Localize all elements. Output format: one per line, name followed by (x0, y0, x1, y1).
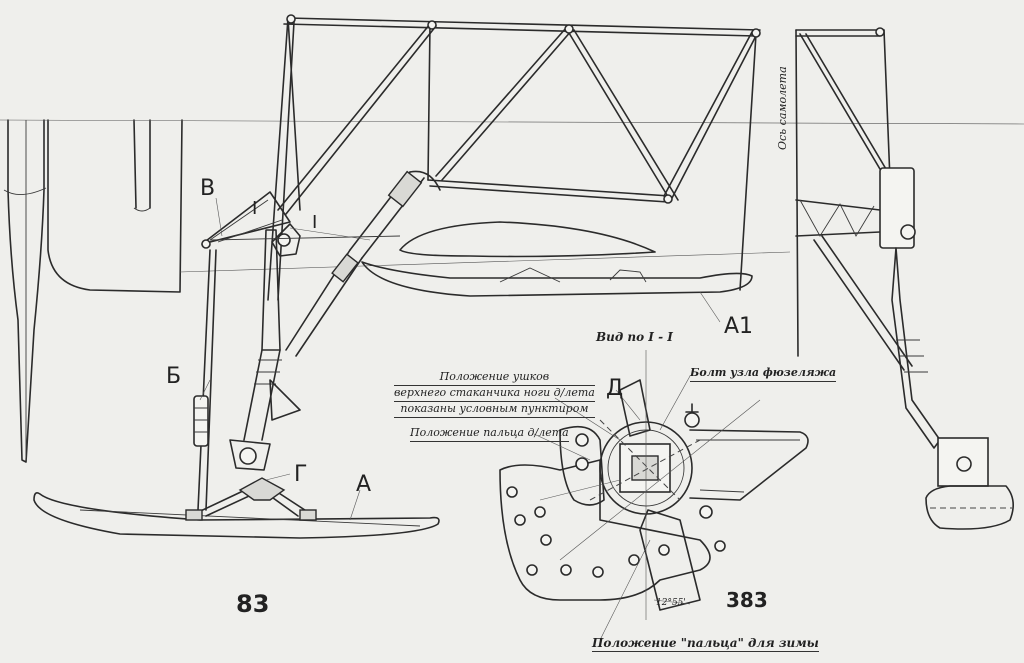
note-aircraft-axis: Ось самолета (776, 66, 789, 150)
label-g: Г (294, 462, 308, 487)
note-lugs-line-3: показаны условным пунктиром (394, 402, 595, 418)
label-b: Б (166, 364, 182, 389)
fuselage-outline (0, 119, 1024, 293)
strut-b (193, 249, 217, 511)
leader-lines (199, 197, 721, 641)
label-a1: A1 (724, 314, 754, 339)
note-lugs-line-1: Положение ушков (394, 370, 595, 386)
ski-a1 (361, 261, 753, 297)
note-angle: 12°55' (656, 598, 686, 608)
upper-truss (267, 14, 761, 301)
label-d: Д (606, 376, 624, 401)
side-view-truss (795, 27, 1014, 530)
label-a: A (356, 472, 372, 497)
main-oleo-strut (243, 223, 301, 441)
label-roman-one-a: I (252, 198, 258, 219)
page-stamp: 383 (726, 588, 768, 612)
note-winter-position: Положение "пальца" для зимы (592, 636, 819, 652)
note-lugs-line-2: верхнего стаканчика ноги д/лета (394, 386, 595, 402)
label-v: В (200, 176, 216, 201)
diagonal-shock-strut (285, 170, 441, 357)
propeller-blade (3, 119, 47, 463)
page-number: 83 (236, 590, 270, 618)
view-title: Вид по I - I (596, 330, 673, 344)
ski-pylon-g (185, 439, 317, 521)
detail-view-i-i (499, 350, 809, 620)
note-lugs-position: Положение ушков верхнего стаканчика ноги… (394, 370, 595, 418)
ski-a (33, 492, 440, 539)
note-fuselage-bolt: Болт узла фюзеляжа (690, 366, 837, 382)
wing-airfoil (399, 221, 656, 258)
label-roman-one-b: I (312, 212, 318, 233)
note-finger-position: Положение пальца д/лета (410, 426, 569, 442)
bracket-v (201, 191, 291, 249)
